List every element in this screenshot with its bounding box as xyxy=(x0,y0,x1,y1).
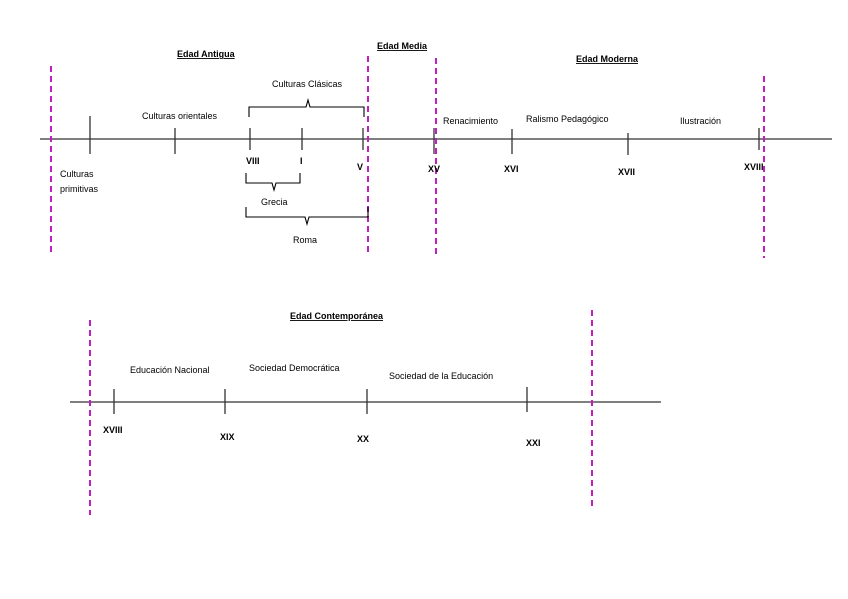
period-label-nacional: Educación Nacional xyxy=(130,365,210,375)
century-label: XV xyxy=(428,164,440,174)
period-label-educacion: Sociedad de la Educación xyxy=(389,371,493,381)
period-label-renacimiento: Renacimiento xyxy=(443,116,498,126)
brace-roma xyxy=(245,207,369,227)
group-label-roma: Roma xyxy=(293,235,317,245)
brace-clasicas xyxy=(248,97,365,117)
period-label-primitivas: primitivas xyxy=(60,184,99,194)
century-label: XVIII xyxy=(744,162,764,172)
century-label: XXI xyxy=(526,438,541,448)
century-label: VIII xyxy=(246,156,260,166)
century-label: XIX xyxy=(220,432,235,442)
era-title-antigua: Edad Antigua xyxy=(177,49,236,59)
period-label-orientales: Culturas orientales xyxy=(142,111,218,121)
brace-grecia xyxy=(245,173,301,193)
timeline-ancient-to-modern: Edad Antigua Edad Media Edad Moderna Cul… xyxy=(40,41,832,258)
century-label: XVII xyxy=(618,167,635,177)
era-title-contemporanea: Edad Contemporánea xyxy=(290,311,384,321)
period-label-ilustracion: Ilustración xyxy=(680,116,721,126)
era-title-media: Edad Media xyxy=(377,41,428,51)
century-label: I xyxy=(300,156,303,166)
period-label-democratica: Sociedad Democrática xyxy=(249,363,340,373)
century-label: V xyxy=(357,162,363,172)
century-label: XX xyxy=(357,434,369,444)
century-label: XVIII xyxy=(103,425,123,435)
timeline-contemporary: Edad Contemporánea Educación Nacional So… xyxy=(70,310,661,515)
period-label-clasicas: Culturas Clásicas xyxy=(272,79,343,89)
period-label-realismo: Ralismo Pedagógico xyxy=(526,114,609,124)
period-label-primitivas: Culturas xyxy=(60,169,94,179)
century-label: XVI xyxy=(504,164,519,174)
era-title-moderna: Edad Moderna xyxy=(576,54,639,64)
group-label-grecia: Grecia xyxy=(261,197,288,207)
